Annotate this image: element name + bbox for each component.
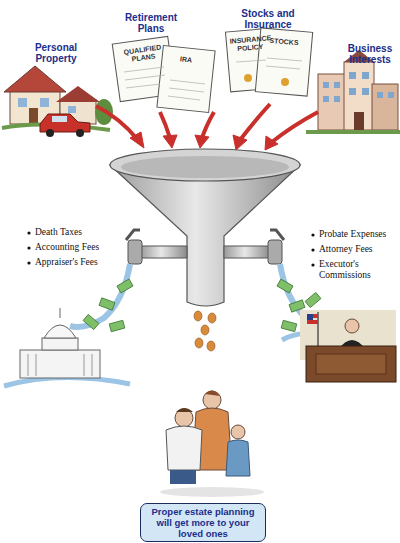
message-box: Proper estate planning will get more to …	[140, 503, 266, 542]
document-label: QUALIFIED PLANS	[119, 43, 167, 65]
document-label: IRA	[166, 54, 207, 66]
cost-item: Accounting Fees	[35, 242, 125, 253]
document-label: INSURANCE POLICY	[229, 34, 270, 53]
money-illustration	[83, 279, 321, 332]
coin-illustration	[194, 311, 216, 351]
funnel-illustration	[70, 149, 330, 327]
message-text: Proper estate planning will get more to …	[141, 504, 265, 541]
category-heading: Stocks and Insurance	[228, 8, 308, 30]
cost-item: Appraiser's Fees	[35, 257, 125, 268]
inflow-arrow	[96, 104, 318, 150]
category-heading: Retirement Plans	[115, 12, 187, 34]
document-label: STOCKS	[262, 36, 307, 48]
car-illustration	[40, 114, 90, 137]
family-illustration	[160, 390, 264, 497]
cost-item: Death Taxes	[35, 227, 125, 238]
cost-item: Probate Expenses	[319, 229, 399, 240]
court-illustration	[282, 310, 396, 382]
category-heading: Business Interests	[340, 43, 400, 65]
cost-item: Executor's Commissions	[319, 259, 379, 281]
cost-item: Attorney Fees	[319, 244, 399, 255]
document-illustration	[112, 28, 312, 113]
capitol-illustration	[4, 308, 130, 386]
category-heading: Personal Property	[20, 42, 92, 64]
house-illustration	[2, 66, 113, 130]
